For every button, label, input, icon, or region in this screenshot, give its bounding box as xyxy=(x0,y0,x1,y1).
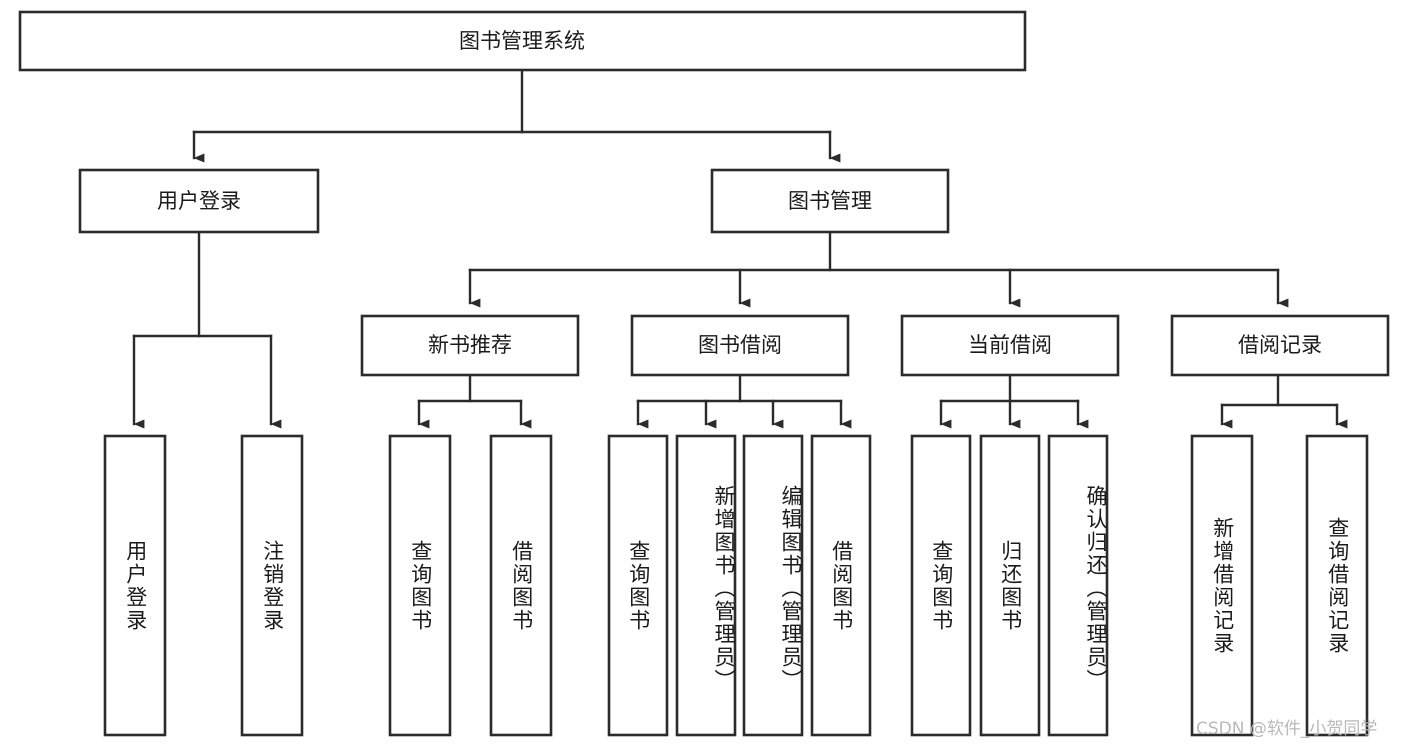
connector-current-to-leaves xyxy=(939,373,1089,429)
node-user-login-label: 用户登录 xyxy=(157,189,241,213)
leaf-boxes xyxy=(103,434,1369,737)
leaf-box-borrow-2[interactable] xyxy=(675,434,737,737)
node-current-borrow-label: 当前借阅 xyxy=(968,333,1052,357)
node-user-login[interactable]: 用户登录 xyxy=(78,168,320,234)
leaf-box-current-1[interactable] xyxy=(910,434,972,737)
connector-record-to-leaves xyxy=(1220,373,1348,429)
leaf-box-user-login-1[interactable] xyxy=(103,434,167,737)
csdn-watermark: CSDN @软件_小贺同学 xyxy=(1196,719,1378,739)
node-current-borrow[interactable]: 当前借阅 xyxy=(900,314,1120,377)
node-book-management-label: 图书管理 xyxy=(788,189,872,213)
node-book-management[interactable]: 图书管理 xyxy=(710,168,950,234)
connector-borrow-to-leaves xyxy=(636,373,852,429)
node-book-borrow-label: 图书借阅 xyxy=(698,333,782,357)
connector-bookmanage-to-level2 xyxy=(468,230,1289,308)
node-borrow-record[interactable]: 借阅记录 xyxy=(1170,314,1390,377)
leaf-box-current-3[interactable] xyxy=(1047,434,1109,737)
connector-userlogin-to-leaves xyxy=(132,230,282,429)
node-new-book-recommend[interactable]: 新书推荐 xyxy=(360,314,580,377)
connector-recommend-to-leaves xyxy=(417,373,532,429)
node-book-borrow[interactable]: 图书借阅 xyxy=(630,314,850,377)
leaf-box-borrow-1[interactable] xyxy=(607,434,669,737)
leaf-box-current-2[interactable] xyxy=(979,434,1041,737)
node-root-book-management-system[interactable]: 图书管理系统 xyxy=(18,10,1027,72)
leaf-box-borrow-4[interactable] xyxy=(810,434,872,737)
leaf-box-record-2[interactable] xyxy=(1305,434,1369,737)
leaf-box-borrow-3[interactable] xyxy=(742,434,804,737)
node-new-book-recommend-label: 新书推荐 xyxy=(428,333,512,357)
connector-root-to-level1 xyxy=(192,68,841,163)
leaf-box-record-1[interactable] xyxy=(1190,434,1254,737)
leaf-box-recommend-2[interactable] xyxy=(489,434,553,737)
node-root-label: 图书管理系统 xyxy=(459,29,585,53)
leaf-box-user-login-2[interactable] xyxy=(240,434,304,737)
leaf-box-recommend-1[interactable] xyxy=(388,434,452,737)
node-borrow-record-label: 借阅记录 xyxy=(1238,333,1322,357)
